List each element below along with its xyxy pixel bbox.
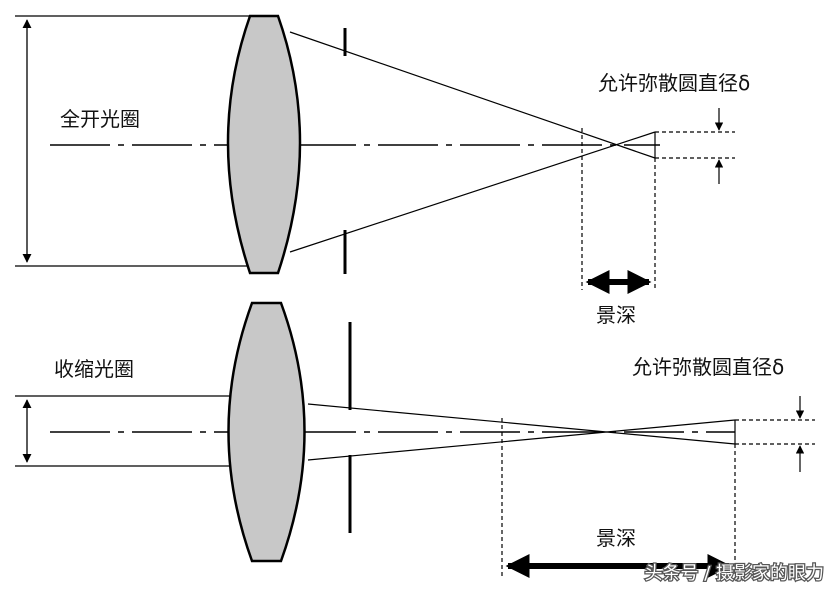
bottom-aperture-label: 收缩光圈 [54, 357, 134, 381]
top-lens [226, 14, 302, 275]
bottom-panel: 收缩光圈 允许弥散圆直径δ 景深 [15, 301, 815, 578]
bottom-ray-upper [307, 403, 736, 445]
watermark: 头条号 / 摄影家的眼力 [644, 563, 824, 584]
bottom-coc-label: 允许弥散圆直径δ [632, 355, 784, 379]
bottom-lens [227, 301, 306, 563]
top-aperture-label: 全开光圈 [60, 107, 140, 131]
bottom-dof-label: 景深 [596, 526, 636, 550]
top-dof-label: 景深 [596, 303, 636, 327]
top-coc-label: 允许弥散圆直径δ [598, 71, 750, 95]
top-panel: 全开光圈 允许弥散圆直径δ 景深 [15, 14, 750, 327]
top-ray-upper [289, 31, 656, 159]
bottom-ray-lower [307, 419, 736, 461]
top-ray-lower [289, 131, 656, 253]
